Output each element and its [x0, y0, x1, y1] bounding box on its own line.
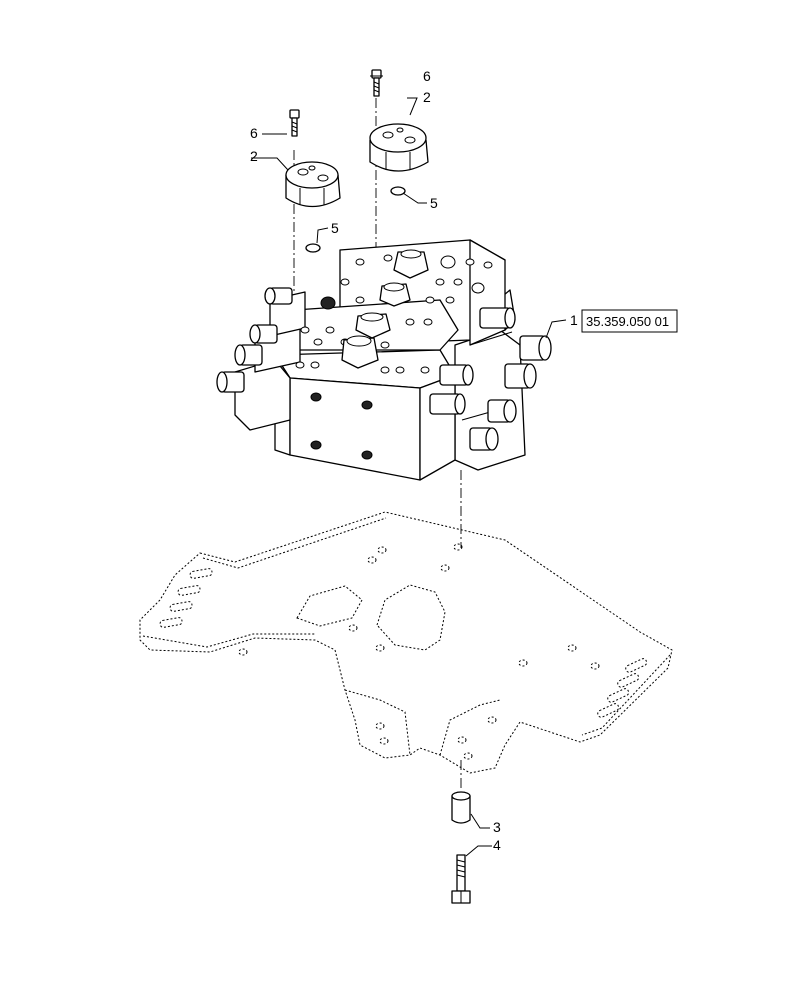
callout-6-right: 6 — [423, 68, 431, 84]
callout-labels: 1 2 2 3 4 5 5 6 6 — [250, 68, 578, 853]
spacer-bushing — [451, 791, 471, 824]
port-plugs-left — [216, 287, 293, 393]
callout-2-right: 2 — [423, 89, 431, 105]
cap-screw-left — [289, 109, 300, 137]
cap-screw-right — [371, 69, 382, 97]
callout-5-right: 5 — [430, 195, 438, 211]
reference-box-text: 35.359.050 01 — [586, 314, 669, 329]
control-valve-assembly — [216, 239, 552, 481]
callout-1: 1 — [570, 312, 578, 328]
callout-2-left: 2 — [250, 148, 258, 164]
mounting-plate-outline — [139, 511, 673, 774]
port-plugs-right — [429, 307, 552, 451]
o-ring-left — [305, 243, 321, 253]
cover-cap-right — [369, 123, 429, 172]
cover-cap-left — [285, 161, 341, 208]
callout-4: 4 — [493, 837, 501, 853]
o-ring-right — [390, 186, 406, 196]
reference-box[interactable]: 35.359.050 01 — [581, 309, 678, 333]
leader-lines — [251, 75, 567, 857]
hex-bolt — [451, 854, 471, 904]
callout-6-left: 6 — [250, 125, 258, 141]
hex-fitting-group — [320, 249, 429, 369]
callout-3: 3 — [493, 819, 501, 835]
callout-5-left: 5 — [331, 220, 339, 236]
